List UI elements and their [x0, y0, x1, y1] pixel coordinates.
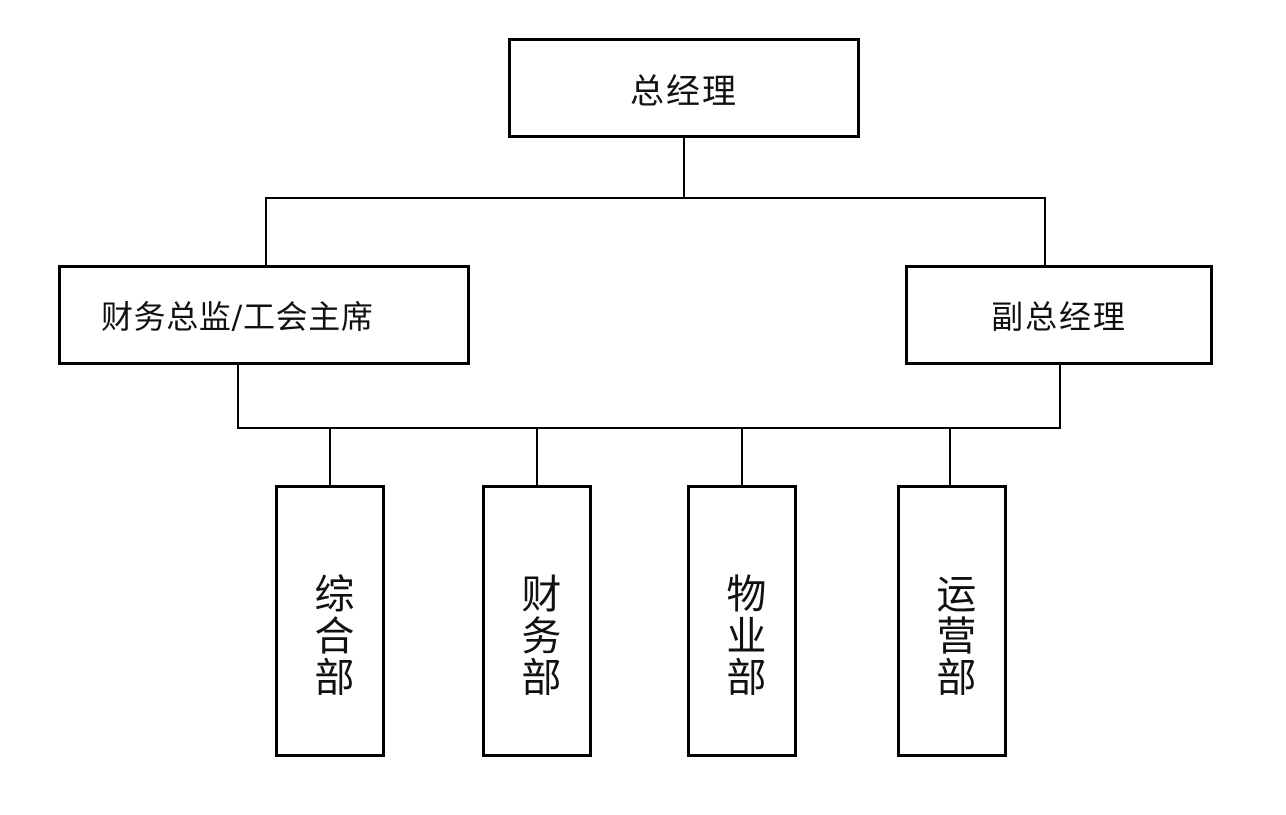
- node-deputy-general-manager[interactable]: 副总经理: [905, 265, 1213, 365]
- connector-lower-bus: [237, 427, 1061, 429]
- node-general-manager-label: 总经理: [629, 71, 739, 112]
- node-deputy-general-manager-label: 副总经理: [991, 298, 1127, 336]
- node-general-manager[interactable]: 总经理: [508, 38, 860, 138]
- connector-drop-to-deputy-general-manager: [1044, 197, 1046, 267]
- node-department-finance[interactable]: 财务部: [482, 485, 592, 757]
- connector-gm-stem: [683, 138, 685, 199]
- connector-deputy-general-manager-stem: [1059, 365, 1061, 429]
- connector-upper-bus: [265, 197, 1046, 199]
- node-department-general-affairs-label: 综合部: [307, 573, 354, 698]
- connector-drop-to-department-1: [329, 427, 331, 487]
- connector-drop-to-department-3: [741, 427, 743, 487]
- connector-drop-to-department-2: [536, 427, 538, 487]
- connector-drop-to-department-4: [949, 427, 951, 487]
- node-finance-director[interactable]: 财务总监/工会主席: [58, 265, 470, 365]
- connector-drop-to-finance-director: [265, 197, 267, 267]
- node-department-property-label: 物业部: [719, 573, 766, 698]
- node-department-finance-label: 财务部: [514, 573, 561, 698]
- node-department-operations-label: 运营部: [929, 573, 976, 698]
- node-finance-director-label: 财务总监/工会主席: [101, 298, 374, 336]
- connector-finance-director-stem: [237, 365, 239, 429]
- node-department-property[interactable]: 物业部: [687, 485, 797, 757]
- node-department-operations[interactable]: 运营部: [897, 485, 1007, 757]
- node-department-general-affairs[interactable]: 综合部: [275, 485, 385, 757]
